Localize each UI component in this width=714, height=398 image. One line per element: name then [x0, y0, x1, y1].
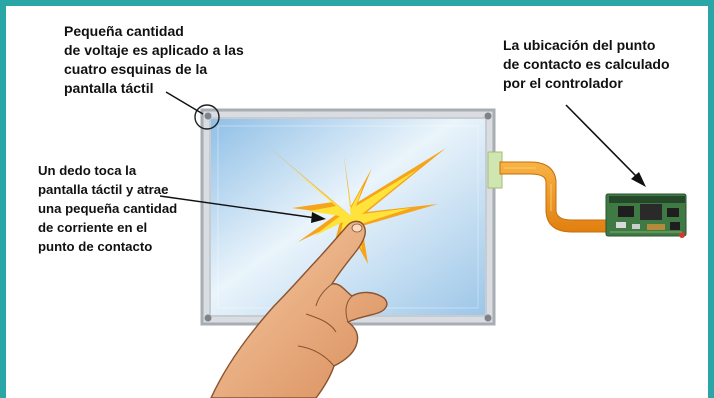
hand-shape [210, 220, 388, 398]
callout-corner-voltage: Pequeña cantidad de voltaje es aplicado … [64, 23, 244, 96]
corner-electrode-bottom-right [484, 314, 492, 322]
flex-cable [487, 151, 609, 233]
leader-arrow-finger [159, 195, 326, 223]
spark-inner [291, 168, 418, 256]
touch-screen [200, 108, 496, 326]
leader-arrow-controller [565, 104, 646, 187]
fingernail [351, 223, 363, 233]
cable-ribbon [499, 161, 609, 233]
corner-electrode-top-right [484, 112, 492, 120]
callout-finger-touch: Un dedo toca la pantalla táctil y atrae … [38, 163, 178, 254]
corner-electrode-top-left [204, 112, 212, 120]
controller-board [605, 193, 687, 238]
leader-line-voltage [165, 91, 204, 115]
hand [210, 220, 388, 398]
touchscreen-illustration [159, 91, 687, 398]
contact-spark [264, 143, 446, 274]
callout-controller-location: La ubicación del punto de contacto es ca… [503, 37, 670, 91]
corner-highlight-circle [194, 104, 220, 130]
corner-electrode-bottom-left [204, 314, 212, 322]
